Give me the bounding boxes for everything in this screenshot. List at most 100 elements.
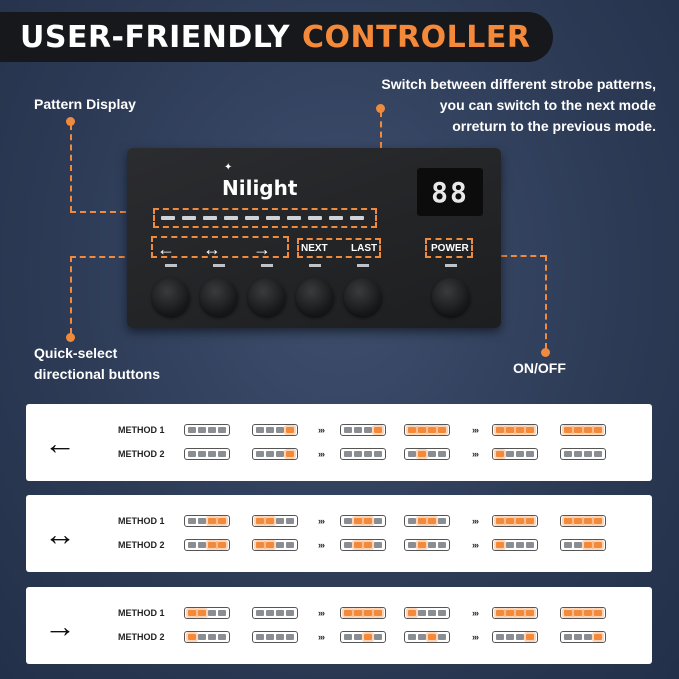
quick-leader-h xyxy=(70,256,154,258)
led-segment xyxy=(408,542,416,548)
led-segment xyxy=(584,427,592,433)
led-segment xyxy=(584,451,592,457)
both-directions-button[interactable] xyxy=(200,278,238,316)
last-label: LAST xyxy=(351,243,378,254)
controller-device: ✦ Nilight 88 ← ↔ → NEXT LAST POWER xyxy=(127,148,501,328)
led-segment xyxy=(584,542,592,548)
led-segment xyxy=(354,451,362,457)
led-segment xyxy=(574,542,582,548)
quick-line-1: Quick-select xyxy=(34,345,118,361)
led-pattern xyxy=(184,607,230,619)
power-box xyxy=(425,238,473,258)
led-segment xyxy=(188,610,196,616)
led-segment xyxy=(198,542,206,548)
led-segment xyxy=(374,518,382,524)
led-segment xyxy=(364,542,372,548)
led-pattern xyxy=(184,631,230,643)
led-segment xyxy=(408,634,416,640)
title-part1: USER-FRIENDLY xyxy=(20,19,290,55)
led-pattern xyxy=(560,515,606,527)
led-segment xyxy=(256,518,264,524)
led-segment xyxy=(364,518,372,524)
quick-dot xyxy=(66,333,75,342)
next-label: NEXT xyxy=(301,243,328,254)
right-button[interactable] xyxy=(248,278,286,316)
last-button[interactable] xyxy=(344,278,382,316)
led-pattern xyxy=(492,607,538,619)
tick-5 xyxy=(357,264,369,267)
led-segment xyxy=(516,451,524,457)
led-segment xyxy=(286,542,294,548)
led-segment xyxy=(208,542,216,548)
chevron-icon: ››› xyxy=(318,516,325,526)
led-segment xyxy=(496,427,504,433)
led-segment xyxy=(574,427,582,433)
led-segment xyxy=(594,634,602,640)
led-pattern xyxy=(340,631,386,643)
pattern-dot xyxy=(66,117,75,126)
quick-leader-v xyxy=(70,256,72,334)
led-pattern xyxy=(404,424,450,436)
next-button[interactable] xyxy=(296,278,334,316)
led-pattern xyxy=(252,515,298,527)
led-pattern xyxy=(404,515,450,527)
led-segment xyxy=(218,634,226,640)
led-segment xyxy=(594,542,602,548)
led-segment xyxy=(564,610,572,616)
led-segment xyxy=(584,634,592,640)
onoff-leader-h xyxy=(472,255,546,257)
led-segment xyxy=(266,542,274,548)
quick-line-2: directional buttons xyxy=(34,366,160,382)
led-segment xyxy=(496,451,504,457)
power-label: POWER xyxy=(431,243,469,254)
led-pattern xyxy=(560,448,606,460)
led-pattern xyxy=(492,424,538,436)
led-segment xyxy=(574,518,582,524)
led-segment xyxy=(496,634,504,640)
onoff-label: ON/OFF xyxy=(513,360,566,376)
power-button[interactable] xyxy=(432,278,470,316)
led-segment xyxy=(354,634,362,640)
panel-arrow-icon: ↔ xyxy=(44,516,76,552)
chevron-icon: ››› xyxy=(472,540,479,550)
led-pattern xyxy=(252,631,298,643)
led-segment xyxy=(354,610,362,616)
led-segment xyxy=(374,634,382,640)
left-button[interactable] xyxy=(152,278,190,316)
led-segment xyxy=(428,542,436,548)
led-segment xyxy=(208,610,216,616)
led-segment xyxy=(188,427,196,433)
led-pattern xyxy=(560,539,606,551)
led-segment xyxy=(256,610,264,616)
led-pattern xyxy=(492,539,538,551)
led-segment xyxy=(438,427,446,433)
led-segment xyxy=(516,542,524,548)
led-segment xyxy=(526,518,534,524)
led-segment xyxy=(526,610,534,616)
led-segment xyxy=(374,427,382,433)
tick-6 xyxy=(445,264,457,267)
led-pattern xyxy=(340,539,386,551)
led-segment xyxy=(526,542,534,548)
led-pattern xyxy=(492,631,538,643)
switch-description: Switch between different strobe patterns… xyxy=(326,74,656,137)
sparkle-icon: ✦ xyxy=(224,162,233,173)
led-segment xyxy=(564,518,572,524)
chevron-icon: ››› xyxy=(318,425,325,435)
led-segment xyxy=(374,542,382,548)
led-segment xyxy=(496,518,504,524)
led-segment xyxy=(428,451,436,457)
led-pattern xyxy=(340,515,386,527)
led-segment xyxy=(418,634,426,640)
led-pattern xyxy=(404,448,450,460)
led-pattern xyxy=(340,607,386,619)
led-segment xyxy=(408,451,416,457)
onoff-leader-v xyxy=(545,255,547,349)
method2-label: METHOD 2 xyxy=(118,540,165,550)
method-panel: ↔METHOD 1››››››METHOD 2›››››› xyxy=(26,495,652,572)
led-segment xyxy=(428,634,436,640)
led-segment xyxy=(198,610,206,616)
led-segment xyxy=(364,634,372,640)
switch-dot xyxy=(376,104,385,113)
led-segment xyxy=(594,451,602,457)
